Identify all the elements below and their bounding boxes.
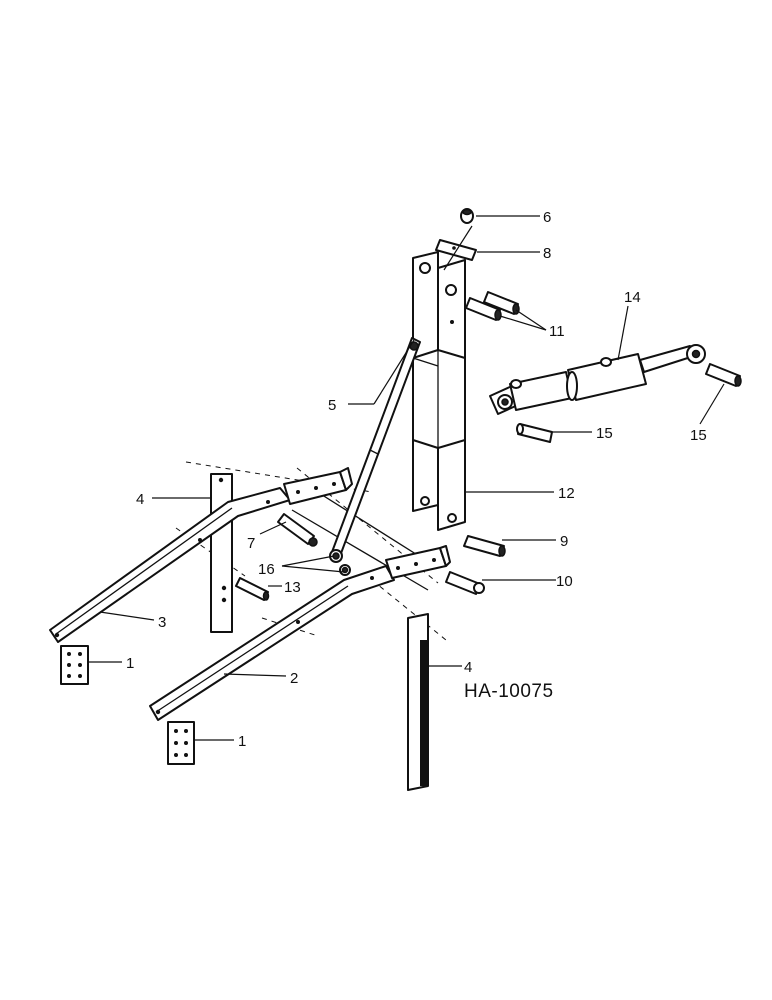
pin-cap-6 <box>460 208 474 224</box>
callout-7: 7 <box>247 535 255 552</box>
callout-11: 11 <box>549 323 565 340</box>
arm-2-bracket <box>385 545 451 579</box>
callout-labels: 6 8 11 14 5 15 15 12 4 7 9 16 10 13 3 1 … <box>126 209 707 750</box>
callout-16: 16 <box>258 561 275 578</box>
pin-15-right <box>705 363 742 387</box>
callout-8: 8 <box>543 245 551 262</box>
callout-13: 13 <box>284 579 301 596</box>
pin-9 <box>463 535 506 557</box>
callout-1-lower: 1 <box>238 733 246 750</box>
leader-lines <box>88 215 725 741</box>
callout-2: 2 <box>290 670 298 687</box>
callout-5: 5 <box>328 397 336 414</box>
pin-13 <box>235 577 270 601</box>
callout-10: 10 <box>556 573 573 590</box>
vertical-bar-right <box>407 613 429 791</box>
plate-1-lower <box>167 721 195 765</box>
pin-8 <box>435 239 477 261</box>
callout-15-right: 15 <box>690 427 707 444</box>
angled-arm-3 <box>49 487 291 643</box>
callout-9: 9 <box>560 533 568 550</box>
rod-5 <box>329 337 421 563</box>
angled-arm-2 <box>149 565 395 721</box>
callout-4-lower: 4 <box>464 659 472 676</box>
callout-12: 12 <box>558 485 575 502</box>
callout-15-lower: 15 <box>596 425 613 442</box>
drawing-code: HA-10075 <box>464 681 554 702</box>
callout-1-upper: 1 <box>126 655 134 672</box>
link-assembly-12 <box>412 251 466 531</box>
plate-1-upper <box>60 645 89 685</box>
callout-6: 6 <box>543 209 551 226</box>
pins-11 <box>465 291 520 321</box>
callout-4-upper: 4 <box>136 491 144 508</box>
bolt-10 <box>445 571 485 595</box>
nut-16 <box>339 564 351 576</box>
pin-15-lower <box>516 423 553 443</box>
arm-3-bracket <box>283 467 353 505</box>
hydraulic-cylinder-14 <box>489 344 706 415</box>
vertical-bar-left <box>210 473 233 633</box>
bolt-7 <box>277 513 318 547</box>
callout-3: 3 <box>158 614 166 631</box>
callout-14: 14 <box>624 289 641 306</box>
